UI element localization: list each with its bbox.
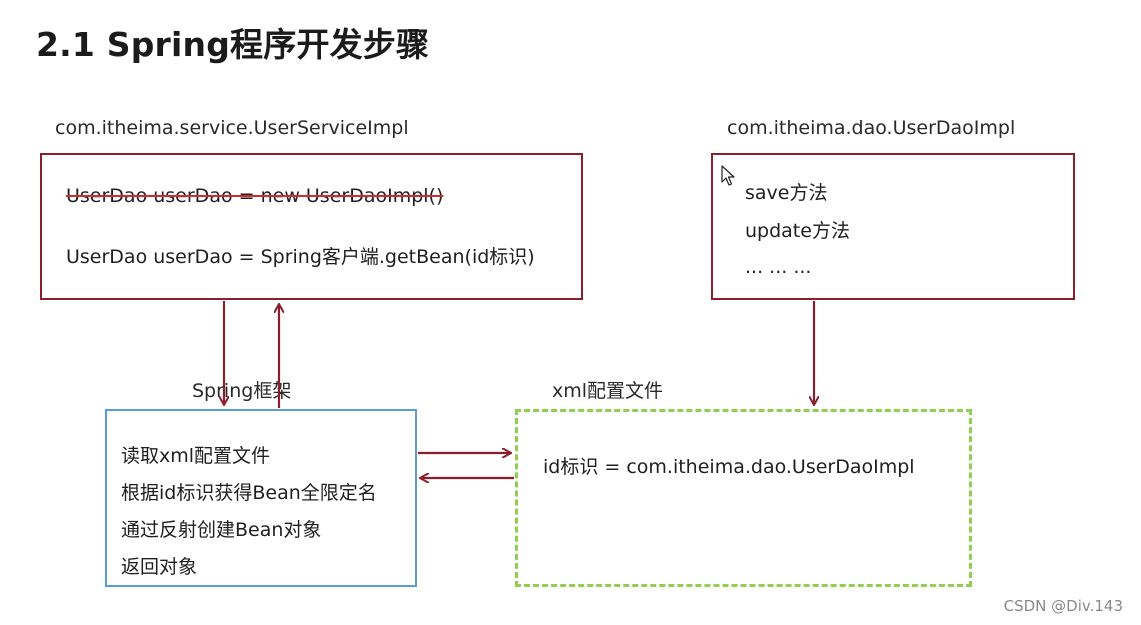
spring-step-4: 返回对象 <box>121 556 198 578</box>
spring-step-1: 读取xml配置文件 <box>121 445 271 467</box>
xml-config-entry: id标识 = com.itheima.dao.UserDaoImpl <box>543 456 915 478</box>
xml-config-box: id标识 = com.itheima.dao.UserDaoImpl <box>515 409 972 587</box>
spring-getbean-line: UserDao userDao = Spring客户端.getBean(id标识… <box>66 246 535 268</box>
mouse-cursor-icon <box>721 165 735 186</box>
dao-method-update: update方法 <box>745 220 850 242</box>
dao-box-label: com.itheima.dao.UserDaoImpl <box>727 117 1016 139</box>
spring-step-3: 通过反射创建Bean对象 <box>121 519 322 541</box>
dao-impl-box: save方法 update方法 ... ... ... <box>711 153 1075 300</box>
xml-box-label: xml配置文件 <box>552 380 664 402</box>
watermark: CSDN @Div.143 <box>1003 597 1123 615</box>
spring-box-label: Spring框架 <box>192 380 292 402</box>
spring-framework-box: 读取xml配置文件 根据id标识获得Bean全限定名 通过反射创建Bean对象 … <box>105 409 417 587</box>
dao-method-more: ... ... ... <box>745 256 812 278</box>
service-impl-box: UserDao userDao = new UserDaoImpl() User… <box>40 153 583 300</box>
dao-method-save: save方法 <box>745 182 828 204</box>
spring-step-2: 根据id标识获得Bean全限定名 <box>121 482 377 504</box>
service-box-label: com.itheima.service.UserServiceImpl <box>55 117 409 139</box>
page-title: 2.1 Spring程序开发步骤 <box>36 25 430 64</box>
old-instantiation-line: UserDao userDao = new UserDaoImpl() <box>66 185 444 207</box>
